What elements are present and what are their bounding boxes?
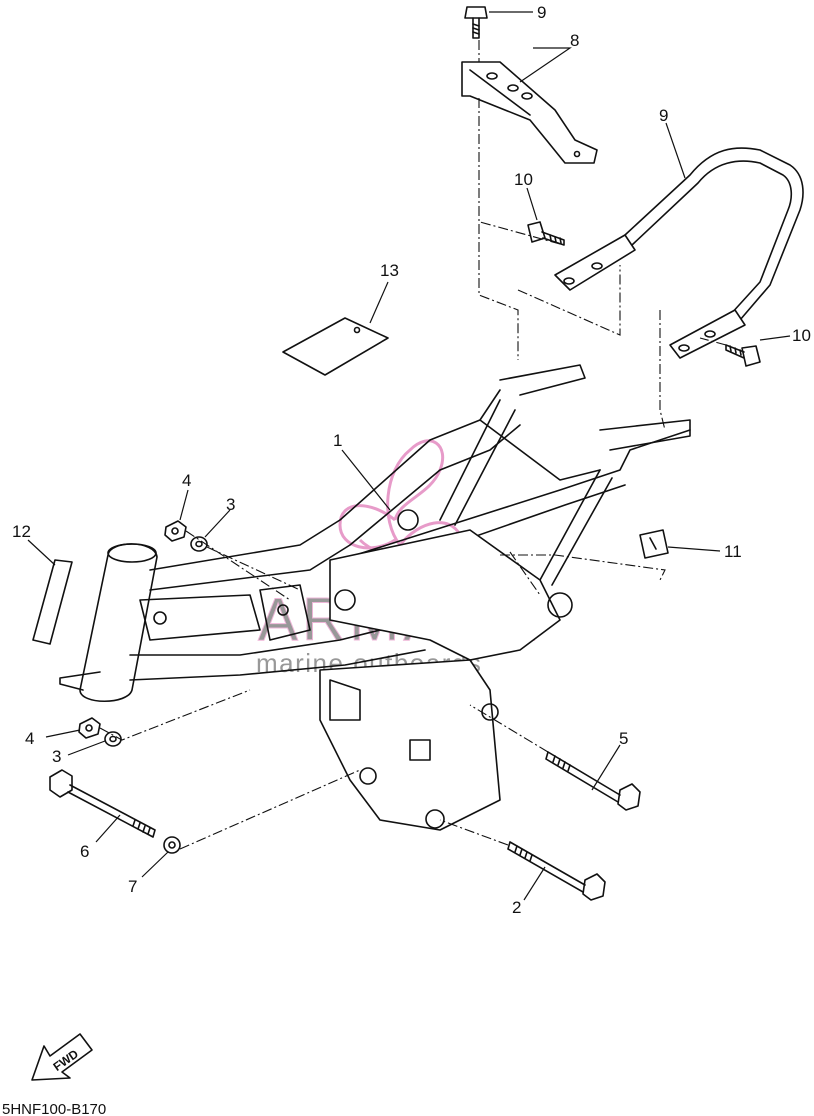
part-5-bolt <box>545 751 641 811</box>
fwd-direction-marker: FWD <box>31 1033 93 1081</box>
callout-labels: 9 8 9 10 13 10 1 4 3 12 11 4 3 5 6 7 2 <box>12 3 811 917</box>
callout-10-top: 9 <box>537 3 546 22</box>
callout-11: 11 <box>724 542 742 561</box>
part-10-bolt-right <box>725 344 761 367</box>
callout-9: 9 <box>659 106 668 125</box>
assembly-lines <box>99 40 727 850</box>
callout-10-right: 10 <box>792 326 811 345</box>
part-13-label <box>282 317 389 376</box>
callout-12: 12 <box>12 522 31 541</box>
callout-5: 5 <box>619 729 628 748</box>
callout-3-lower: 3 <box>52 747 61 766</box>
part-3-washer-upper <box>190 536 208 552</box>
callout-7: 7 <box>128 877 137 896</box>
callout-13: 13 <box>380 261 399 280</box>
callout-1: 1 <box>333 431 342 450</box>
part-10-bolt-mid <box>527 221 565 246</box>
callout-4-upper: 4 <box>182 471 191 490</box>
part-4-nut-upper <box>164 520 187 542</box>
callout-leaders <box>27 11 791 901</box>
fwd-arrow-icon <box>31 1033 93 1081</box>
callout-2: 2 <box>512 898 521 917</box>
callout-6: 6 <box>80 842 89 861</box>
part-7-washer <box>163 836 181 854</box>
callout-10-mid: 10 <box>514 170 533 189</box>
part-3-washer-lower <box>104 731 122 747</box>
diagram-code: 5HNF100-B170 <box>2 1101 106 1116</box>
part-10-bolt-top <box>464 6 488 39</box>
callout-4-lower: 4 <box>25 729 34 748</box>
part-8-bracket <box>461 61 598 164</box>
callout-3-upper: 3 <box>226 495 235 514</box>
part-12-emblem <box>32 559 73 645</box>
part-1-main-frame <box>59 364 691 831</box>
part-11-cap <box>639 529 669 559</box>
callout-8: 8 <box>570 31 579 50</box>
part-6-bolt <box>49 769 156 838</box>
part-9-grab-bar <box>554 147 804 359</box>
part-2-bolt <box>507 841 606 901</box>
part-4-nut-lower <box>78 717 101 739</box>
